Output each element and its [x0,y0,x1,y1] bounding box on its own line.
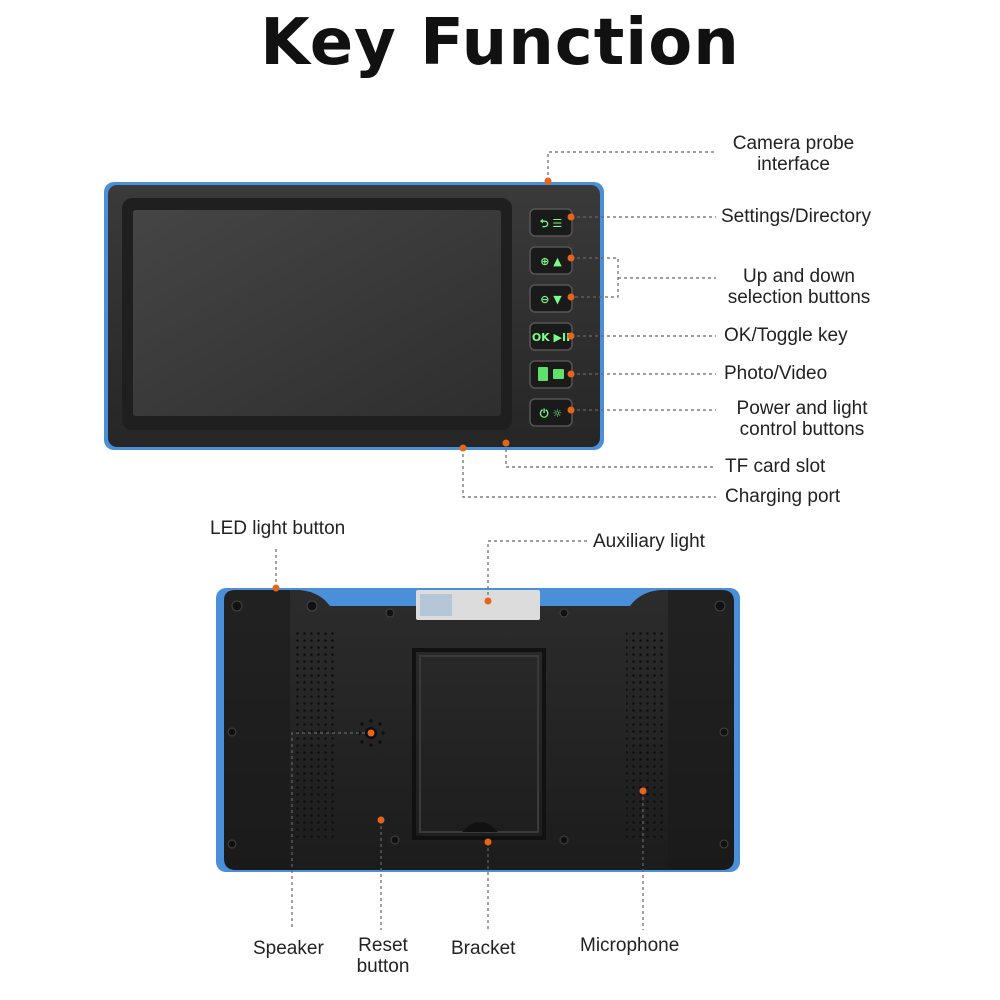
label-tf-card: TF card slot [725,456,826,477]
label-camera-probe: Camera probe interface [732,133,855,175]
label-photo-video: Photo/Video [724,363,828,384]
label-microphone: Microphone [580,935,680,956]
svg-text:⏻ ☼: ⏻ ☼ [540,407,562,420]
label-bracket: Bracket [451,938,516,959]
reset-button-dot [377,816,385,824]
up-button: ⊕ ▲ [529,246,573,275]
front-callout-dots [459,177,575,452]
front-device: ⮌ ☰ ⊕ ▲ ⊖ ▼ OK ▶II ⏻ ☼ [104,182,604,450]
screen [133,210,501,416]
ok-toggle-button: OK ▶II [529,322,573,351]
svg-text:⮌ ☰: ⮌ ☰ [540,217,563,230]
camera-probe-dot [544,177,552,185]
back-device [216,588,740,872]
down-button: ⊖ ▼ [529,284,573,313]
back-device-body [224,590,734,870]
svg-text:⊖ ▼: ⊖ ▼ [540,293,562,306]
label-charging-port: Charging port [725,486,841,507]
svg-text:⊕ ▲: ⊕ ▲ [540,255,562,268]
microphone-dot [639,787,647,795]
front-callout-lines [462,151,716,498]
right-grille [626,628,664,838]
aux-light-dot [484,597,492,605]
power-light-button: ⏻ ☼ [529,398,573,427]
label-power-light: Power and light control buttons [736,398,868,440]
label-auxiliary-light: Auxiliary light [593,531,705,552]
speaker-dot [367,729,375,737]
label-reset-button: Reset button [356,935,410,977]
label-up-down: Up and down selection buttons [727,266,871,308]
photo-video-button [529,360,573,389]
label-settings-directory: Settings/Directory [721,206,871,227]
label-led-button: LED light button [210,518,346,539]
bracket [412,648,546,840]
page-title: Key Function [260,6,740,80]
led-button-dot [272,584,280,592]
svg-text:OK ▶II: OK ▶II [532,331,570,344]
bracket-dot [484,838,492,846]
back-callout-dots [272,584,647,846]
settings-directory-button: ⮌ ☰ [529,208,573,237]
back-callout-lines [275,540,644,930]
label-ok-toggle: OK/Toggle key [724,325,848,346]
label-speaker: Speaker [253,938,324,959]
